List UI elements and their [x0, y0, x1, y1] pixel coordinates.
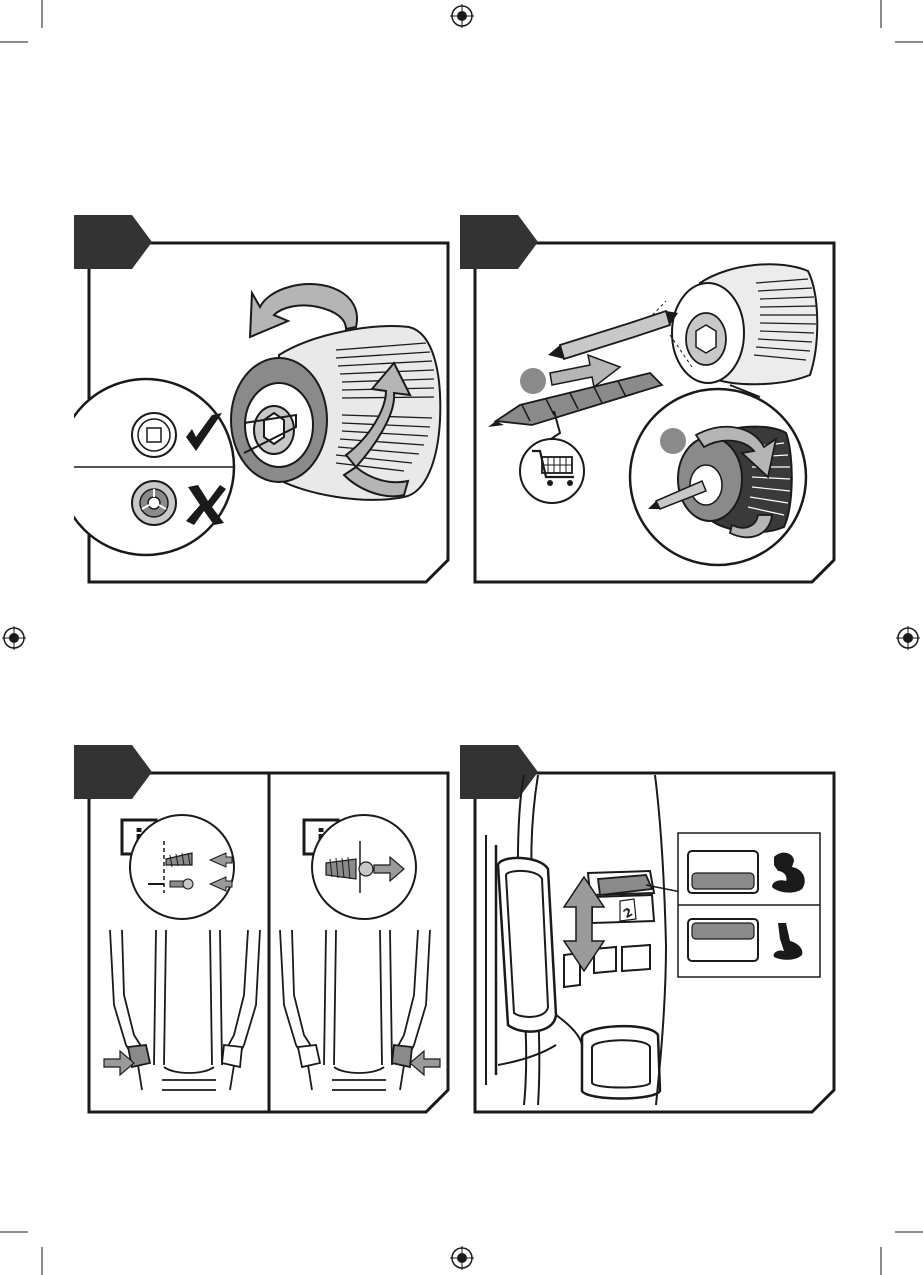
registration-mark-icon — [896, 626, 920, 650]
registration-mark-icon — [2, 626, 26, 650]
drill-top-view-right — [280, 930, 430, 1090]
step-tag — [74, 215, 152, 269]
step-tag — [74, 745, 152, 799]
panel-bit-insertion — [460, 215, 838, 585]
drill-chuck — [672, 264, 817, 384]
panel-chuck-bit-check — [74, 215, 452, 585]
setting-high-torque — [688, 851, 805, 893]
drill-chuck — [231, 326, 440, 500]
screw-in-callout — [130, 815, 234, 919]
screw-out-callout — [312, 815, 416, 919]
panel-gear-selector: 2 — [460, 745, 838, 1115]
hex-socket-correct — [132, 413, 176, 457]
screwdriver-bit — [548, 311, 678, 359]
rotate-arrow-icon — [250, 284, 357, 337]
panel-direction-switch: i i — [74, 745, 452, 1115]
gear-selector-slider[interactable]: 2 — [598, 875, 652, 921]
hex-socket-wrong — [132, 481, 176, 525]
step-tag — [460, 215, 538, 269]
sub-step-dot — [520, 368, 546, 394]
sub-step-dot — [660, 428, 686, 454]
speed-settings-legend — [678, 833, 820, 977]
push-arrow-icon — [410, 1051, 440, 1075]
tighten-callout — [630, 385, 806, 565]
step-tag — [460, 745, 538, 799]
registration-mark-icon — [450, 1246, 474, 1270]
setting-high-speed — [688, 919, 802, 961]
drill-top-view-left — [110, 930, 260, 1090]
registration-mark-icon — [450, 4, 474, 28]
